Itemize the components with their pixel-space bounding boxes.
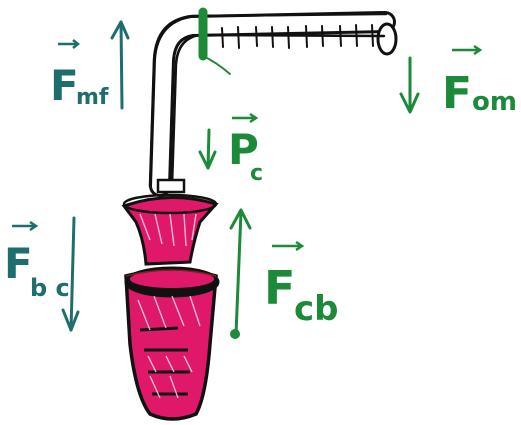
arrow-f-cb (229, 208, 252, 339)
label-p-c-letter: P (228, 125, 259, 174)
label-f-om: F om (442, 44, 517, 119)
pipe-connector (156, 178, 186, 194)
hand-drawn-icon (198, 7, 231, 75)
label-f-om-subscript: om (472, 87, 517, 117)
arrow-p-c (198, 128, 217, 170)
arrow-f-mf (110, 20, 130, 110)
label-f-cb-subscript: cb (294, 289, 339, 329)
arrow-f-om (399, 56, 420, 114)
label-f-mf-letter: F (50, 61, 79, 110)
label-p-c-subscript: c (250, 161, 263, 186)
label-f-mf-subscript: mf (76, 85, 109, 110)
label-f-bc-letter: F (4, 239, 33, 288)
label-f-bc: F b c (4, 220, 70, 302)
label-f-cb: F cb (264, 240, 339, 329)
label-f-mf: F mf (50, 39, 109, 110)
label-p-c: P c (228, 112, 263, 186)
cup-icon (124, 266, 220, 421)
pipe-icon (148, 11, 398, 197)
label-f-cb-letter: F (264, 261, 295, 315)
upper-cup (121, 193, 219, 266)
label-f-om-letter: F (442, 68, 472, 119)
arrow-icon (61, 20, 420, 339)
label-f-bc-subscript: b c (30, 274, 70, 302)
arrow-f-bc (61, 216, 80, 332)
